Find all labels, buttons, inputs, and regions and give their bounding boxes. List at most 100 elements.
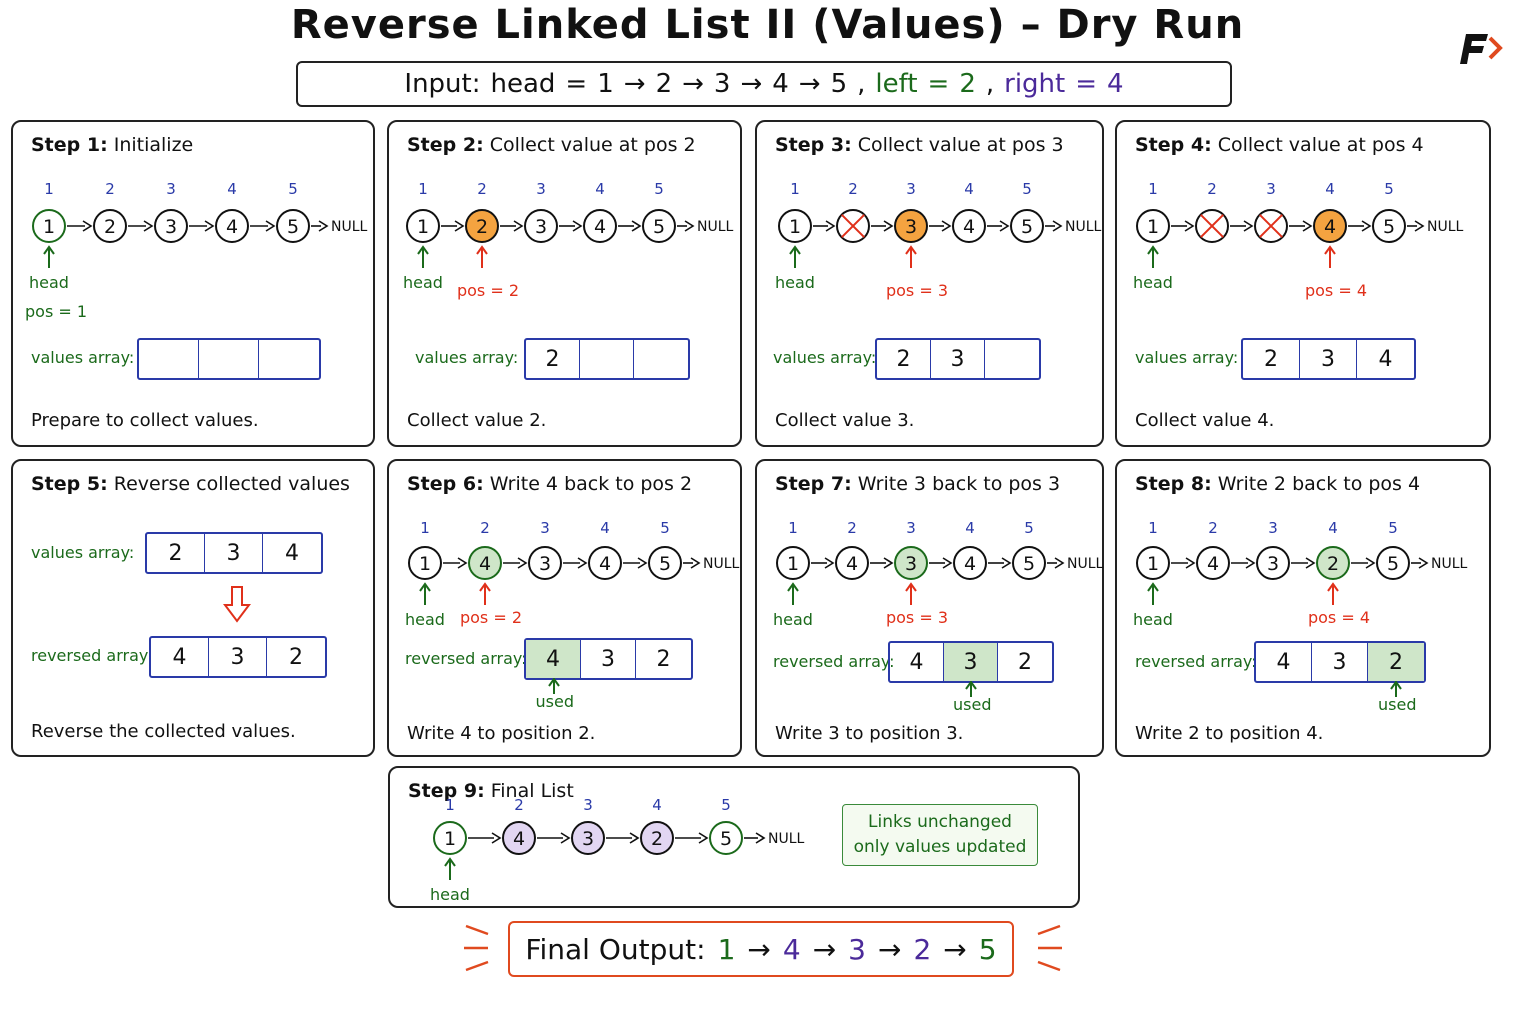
next-arrow-icon <box>454 220 465 232</box>
list-node <box>465 209 499 243</box>
node-value: 4 <box>846 553 858 575</box>
step-number: Step 9: <box>408 780 485 802</box>
final-value-4: 2 <box>913 932 932 966</box>
list-node <box>835 546 869 580</box>
node-index-label: 3 <box>540 519 550 537</box>
step-number: Step 4: <box>1135 134 1212 156</box>
separator: , <box>857 69 866 99</box>
array-cell: 3 <box>931 340 985 378</box>
step-caption: Prepare to collect values. <box>31 410 259 431</box>
node-value: 1 <box>1147 216 1159 238</box>
node-index-label: 5 <box>721 796 731 814</box>
array-box <box>137 338 321 380</box>
node-index-label: 5 <box>654 180 664 198</box>
pos-pointer-label: pos = 3 <box>886 608 948 627</box>
step-number: Step 7: <box>775 473 852 495</box>
final-output: Final Output: 1 → 4 → 3 → 2 → 5 <box>508 921 1014 977</box>
step-title: Step 7: Write 3 back to pos 3 <box>775 473 1060 495</box>
next-arrow-icon <box>1418 557 1429 569</box>
step-title: Step 1: Initialize <box>31 134 193 156</box>
next-arrow-icon <box>941 220 952 232</box>
step-caption: Write 3 to position 3. <box>775 723 964 744</box>
node-index-label: 1 <box>1148 180 1158 198</box>
step-title: Step 2: Collect value at pos 2 <box>407 134 696 156</box>
list-node <box>93 209 127 243</box>
node-index-label: 2 <box>848 180 858 198</box>
node-value: 4 <box>1324 216 1336 238</box>
head-arrow-icon <box>444 857 456 867</box>
step-description: Write 3 back to pos 3 <box>857 473 1061 495</box>
list-node <box>640 821 674 855</box>
node-value: 5 <box>1383 216 1395 238</box>
node-value: 4 <box>963 216 975 238</box>
node-index-label: 3 <box>583 796 593 814</box>
list-node <box>588 546 622 580</box>
array-cell <box>580 340 634 378</box>
next-arrow-icon <box>637 557 648 569</box>
node-value: 3 <box>905 553 917 575</box>
used-label: used <box>535 692 574 711</box>
equals-sign: = <box>1075 69 1098 99</box>
head-arrow-icon <box>419 582 431 592</box>
next-arrow-icon <box>318 220 329 232</box>
head-pointer-label: head <box>775 273 815 292</box>
burst-lines-right-icon <box>1037 924 1062 972</box>
next-arrow-icon <box>1365 557 1376 569</box>
node-value: 5 <box>659 553 671 575</box>
next-arrow-icon <box>1001 557 1012 569</box>
node-value: 3 <box>905 216 917 238</box>
pos-pointer-label: pos = 1 <box>25 302 88 321</box>
list-node <box>1316 546 1350 580</box>
pos-pointer-label: pos = 2 <box>460 608 522 627</box>
node-value: 4 <box>479 553 491 575</box>
array-cell <box>139 340 199 378</box>
node-value: 4 <box>594 216 606 238</box>
node-index-label: 4 <box>1328 519 1338 537</box>
node-value: 1 <box>787 553 799 575</box>
next-arrow-icon <box>82 220 93 232</box>
arrow-icon: → <box>740 69 763 99</box>
list-node <box>468 546 502 580</box>
node-value: 3 <box>582 828 594 850</box>
note-line-1: Links unchanged <box>868 812 1012 832</box>
left-label: left <box>875 69 918 99</box>
used-arrow-icon <box>547 678 560 694</box>
pos-pointer-label: pos = 4 <box>1308 608 1370 627</box>
node-index-label: 1 <box>44 180 54 198</box>
arrow-icon: → <box>812 932 837 966</box>
pos-pointer-label: pos = 4 <box>1305 281 1367 300</box>
node-index-label: 4 <box>1325 180 1335 198</box>
used-arrow-icon <box>965 681 977 697</box>
node-value: 3 <box>165 216 177 238</box>
node-value: 1 <box>1147 553 1159 575</box>
step-caption: Reverse the collected values. <box>31 721 296 742</box>
step-title: Step 5: Reverse collected values <box>31 473 350 495</box>
head-arrow-icon <box>43 245 55 255</box>
array-cell <box>259 340 319 378</box>
array-cell: 4 <box>890 643 944 681</box>
node-value: 2 <box>476 216 488 238</box>
separator: , <box>985 69 995 99</box>
list-node <box>648 546 682 580</box>
list-node <box>154 209 188 243</box>
null-label: NULL <box>1431 556 1468 572</box>
final-value-3: 3 <box>848 932 866 966</box>
node-index-label: 5 <box>1384 180 1394 198</box>
equals-sign: = <box>927 69 950 99</box>
array-cell <box>634 340 688 378</box>
list-node <box>1136 209 1170 243</box>
node-value: 1 <box>419 553 431 575</box>
next-arrow-icon <box>491 832 502 844</box>
next-arrow-icon <box>572 220 583 232</box>
step-title: Step 4: Collect value at pos 4 <box>1135 134 1424 156</box>
node-value: 4 <box>964 553 976 575</box>
equals-sign: = <box>565 69 588 99</box>
head-arrow-icon <box>1147 245 1159 255</box>
node-index-label: 3 <box>166 180 176 198</box>
